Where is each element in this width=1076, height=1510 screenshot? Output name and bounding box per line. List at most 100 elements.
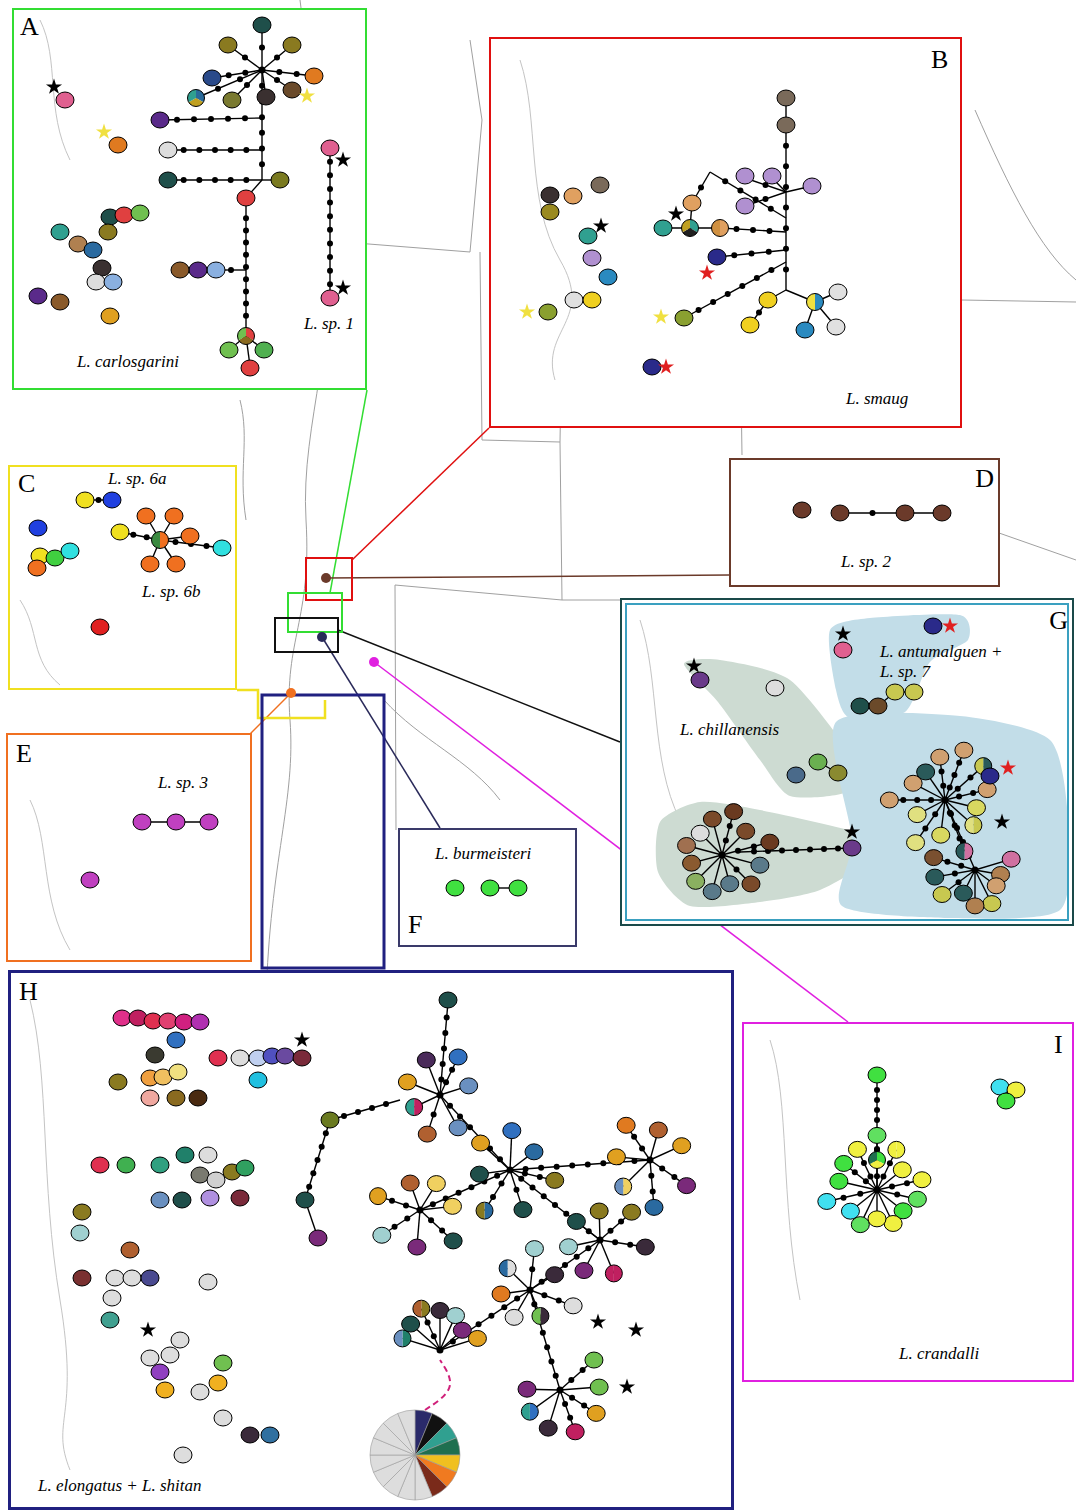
mutation-step (294, 71, 300, 77)
haplotype-pie (499, 1260, 516, 1277)
haplotype (141, 1350, 159, 1366)
haplotype (191, 1384, 209, 1400)
haplotype-outline (394, 1330, 411, 1347)
mutation-step (548, 1358, 554, 1364)
haplotype (101, 308, 119, 324)
pie-slice (508, 1260, 517, 1277)
mutation-step (228, 267, 234, 273)
mutation-step (442, 1030, 448, 1036)
haplotype (736, 168, 754, 184)
haplotype (219, 37, 237, 53)
haplotype (159, 142, 177, 158)
haplotype (449, 1049, 467, 1065)
median-vector (437, 1347, 444, 1354)
species-name: L. sp. 2 (841, 552, 891, 572)
text-holder: B (931, 45, 948, 75)
mutation-step (244, 82, 250, 88)
text-holder: C (18, 469, 35, 499)
haplotype (924, 618, 942, 634)
mutation-step (243, 177, 249, 183)
mutation-step (404, 1215, 410, 1221)
haplotype (907, 835, 925, 851)
haplotype (213, 540, 231, 556)
haplotype-pie (152, 532, 169, 549)
haplotype (590, 1203, 608, 1219)
haplotype (161, 1347, 179, 1363)
site-dot (369, 657, 379, 667)
mutation-step (554, 1164, 560, 1170)
sample-star (1000, 760, 1016, 775)
mutation-step (581, 1403, 587, 1409)
panel-map-lines (20, 20, 800, 1470)
mutation-step (867, 1173, 873, 1179)
sample-star (668, 206, 684, 221)
haplotype (721, 876, 739, 892)
haplotype (191, 1167, 209, 1183)
mutation-step (783, 163, 789, 169)
mutation-step (956, 879, 962, 885)
pie-slice (152, 532, 161, 549)
haplotype (761, 834, 779, 850)
mutation-step (243, 215, 249, 221)
haplotype (56, 92, 74, 108)
pie-slice (720, 220, 729, 237)
mutation-step (425, 1319, 431, 1325)
haplotype (165, 508, 183, 524)
median-vector (417, 1207, 424, 1214)
haplotype (503, 1123, 521, 1139)
mutation-step (518, 1176, 524, 1182)
haplotype-outline (521, 1403, 538, 1420)
haplotype (283, 82, 301, 98)
pie-slice (623, 1178, 632, 1195)
species-name: L. carlosgarini (77, 352, 179, 372)
mutation-step (497, 1156, 503, 1162)
sample-star (686, 658, 702, 673)
mutation-step (951, 772, 957, 778)
coast-line (384, 700, 500, 800)
haplotype (869, 698, 887, 714)
panel-letter: D (975, 464, 994, 494)
mutation-step (627, 1242, 633, 1248)
haplotype (137, 508, 155, 524)
species-group (833, 713, 1070, 919)
mutation-step (562, 1262, 568, 1268)
haplotype (590, 1379, 608, 1395)
haplotype (566, 1424, 584, 1440)
haplotype (176, 1147, 194, 1163)
haplotype (447, 1308, 465, 1324)
median-vector (719, 852, 726, 859)
mutation-step (243, 147, 249, 153)
mutation-step (488, 1313, 494, 1319)
mutation-step (196, 147, 202, 153)
mutation-step (441, 1046, 447, 1052)
haplotype (449, 1120, 467, 1136)
sample-star (335, 280, 351, 295)
border-line (975, 110, 1076, 280)
text-holder: I (1054, 1030, 1063, 1060)
text-holder: L. sp. 6a (108, 469, 167, 489)
mutation-step (490, 1194, 496, 1200)
haplotype (103, 1290, 121, 1306)
panel-letter: H (19, 977, 38, 1007)
text-holder: L. sp. 2 (841, 552, 891, 572)
haplotype (321, 290, 339, 306)
mutation-step (327, 254, 333, 260)
haplotype (683, 195, 701, 211)
text-holder: L. sp. 1 (304, 314, 354, 334)
pie-slice (414, 1099, 423, 1116)
haplotype-pie (605, 1265, 622, 1282)
haplotype (91, 1157, 109, 1173)
sample-star (46, 79, 62, 94)
mutation-step (731, 252, 737, 258)
mutation-step (191, 116, 197, 122)
haplotype (321, 1112, 339, 1128)
mutation-step (538, 1165, 544, 1171)
haplotype (868, 1211, 886, 1227)
mutation-step (955, 786, 961, 792)
haplotype (117, 1157, 135, 1173)
mutation-step (874, 1173, 880, 1179)
haplotype (296, 1192, 314, 1208)
border-line (520, 60, 572, 380)
haplotype (834, 642, 852, 658)
median-vector (942, 797, 949, 804)
